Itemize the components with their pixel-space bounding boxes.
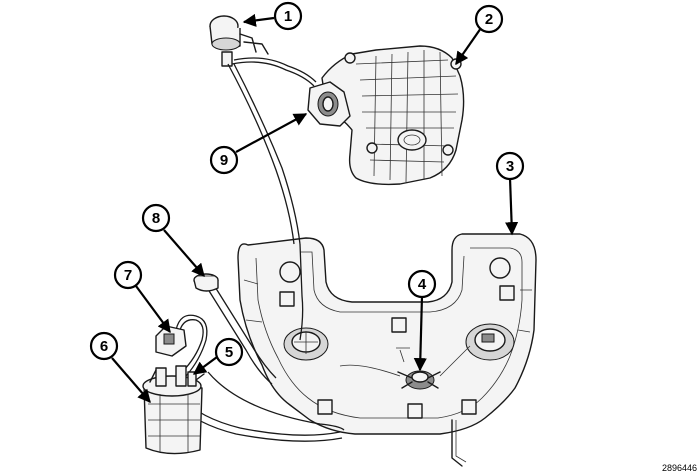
callout-1: 1 <box>273 1 303 31</box>
callout-8-label: 8 <box>152 210 160 227</box>
fill-vent-cap <box>193 273 219 292</box>
callout-9-label: 9 <box>220 152 228 169</box>
callout-1-label: 1 <box>284 8 292 25</box>
callout-2-label: 2 <box>485 11 493 28</box>
callout-3-label: 3 <box>506 158 514 175</box>
figure-id: 2896446 <box>662 463 697 473</box>
callout-3: 3 <box>495 151 525 181</box>
callout-4: 4 <box>407 269 437 299</box>
canister-filter <box>155 325 187 357</box>
callout-8: 8 <box>141 203 171 233</box>
callout-5-label: 5 <box>225 344 233 361</box>
callout-6: 6 <box>89 331 119 361</box>
callout-7: 7 <box>113 260 143 290</box>
callout-6-label: 6 <box>100 338 108 355</box>
callout-7-label: 7 <box>124 267 132 284</box>
rollover-valve <box>397 370 441 390</box>
callout-4-label: 4 <box>418 276 427 293</box>
callout-9: 9 <box>209 145 239 175</box>
fuel-tank <box>237 233 537 467</box>
evap-canister <box>142 365 205 455</box>
callout-5: 5 <box>214 337 244 367</box>
purge-solenoid <box>209 15 269 67</box>
callout-2: 2 <box>474 4 504 34</box>
leader-lines <box>111 13 519 403</box>
intake-manifold <box>307 45 465 186</box>
